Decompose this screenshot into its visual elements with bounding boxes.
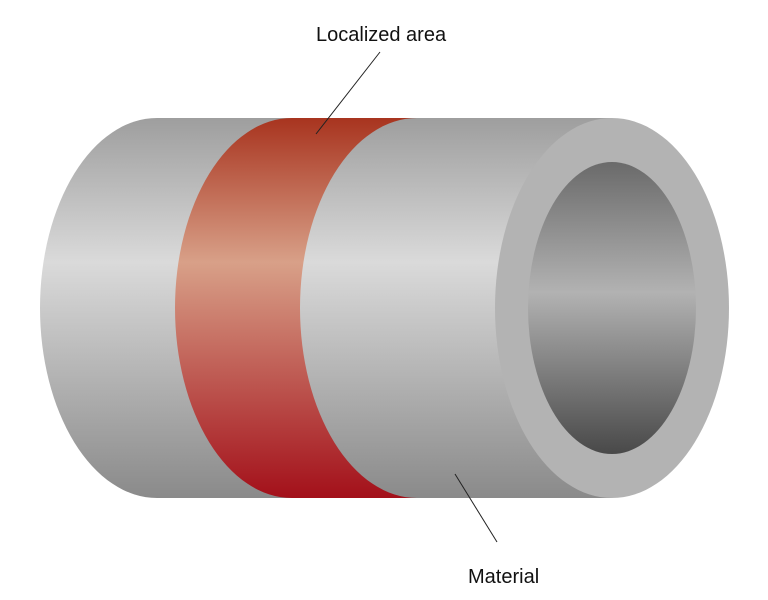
material-leader-line: [454, 473, 498, 543]
localized-area-band: [175, 118, 417, 498]
pipe-body: [40, 118, 612, 498]
localized-area-label: Localized area: [316, 24, 447, 46]
material-label: Material: [468, 566, 540, 588]
pipe-bore: [528, 162, 696, 454]
localized-area-leader-line: [315, 51, 381, 135]
